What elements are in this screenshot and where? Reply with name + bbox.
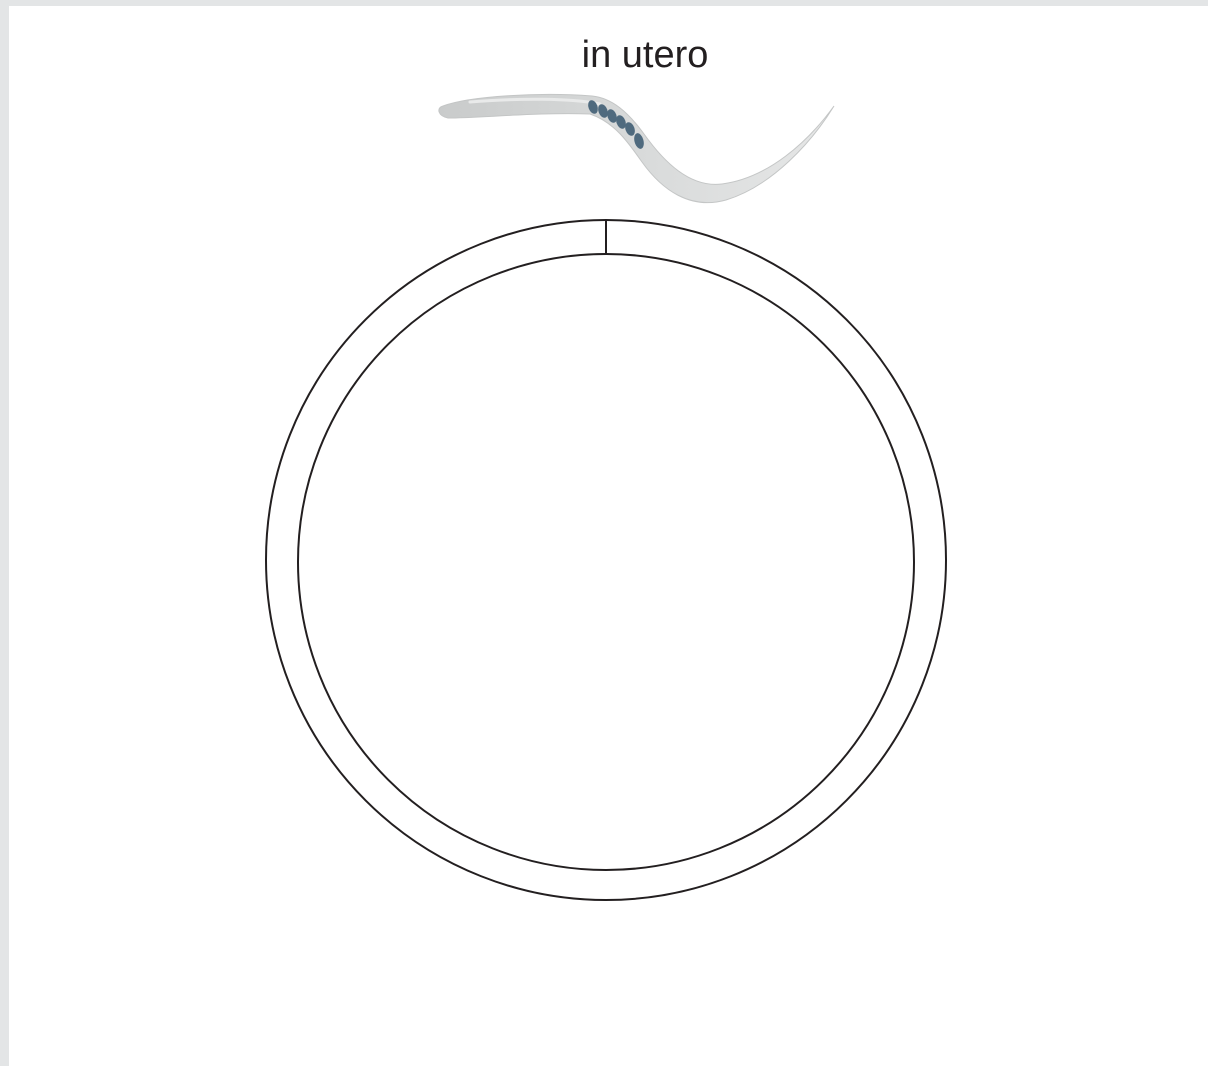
worm-body xyxy=(439,94,834,202)
ring-diagram xyxy=(266,220,946,900)
worm-illustration xyxy=(439,94,834,202)
outer-ring xyxy=(266,220,946,900)
inner-ring xyxy=(298,254,914,870)
